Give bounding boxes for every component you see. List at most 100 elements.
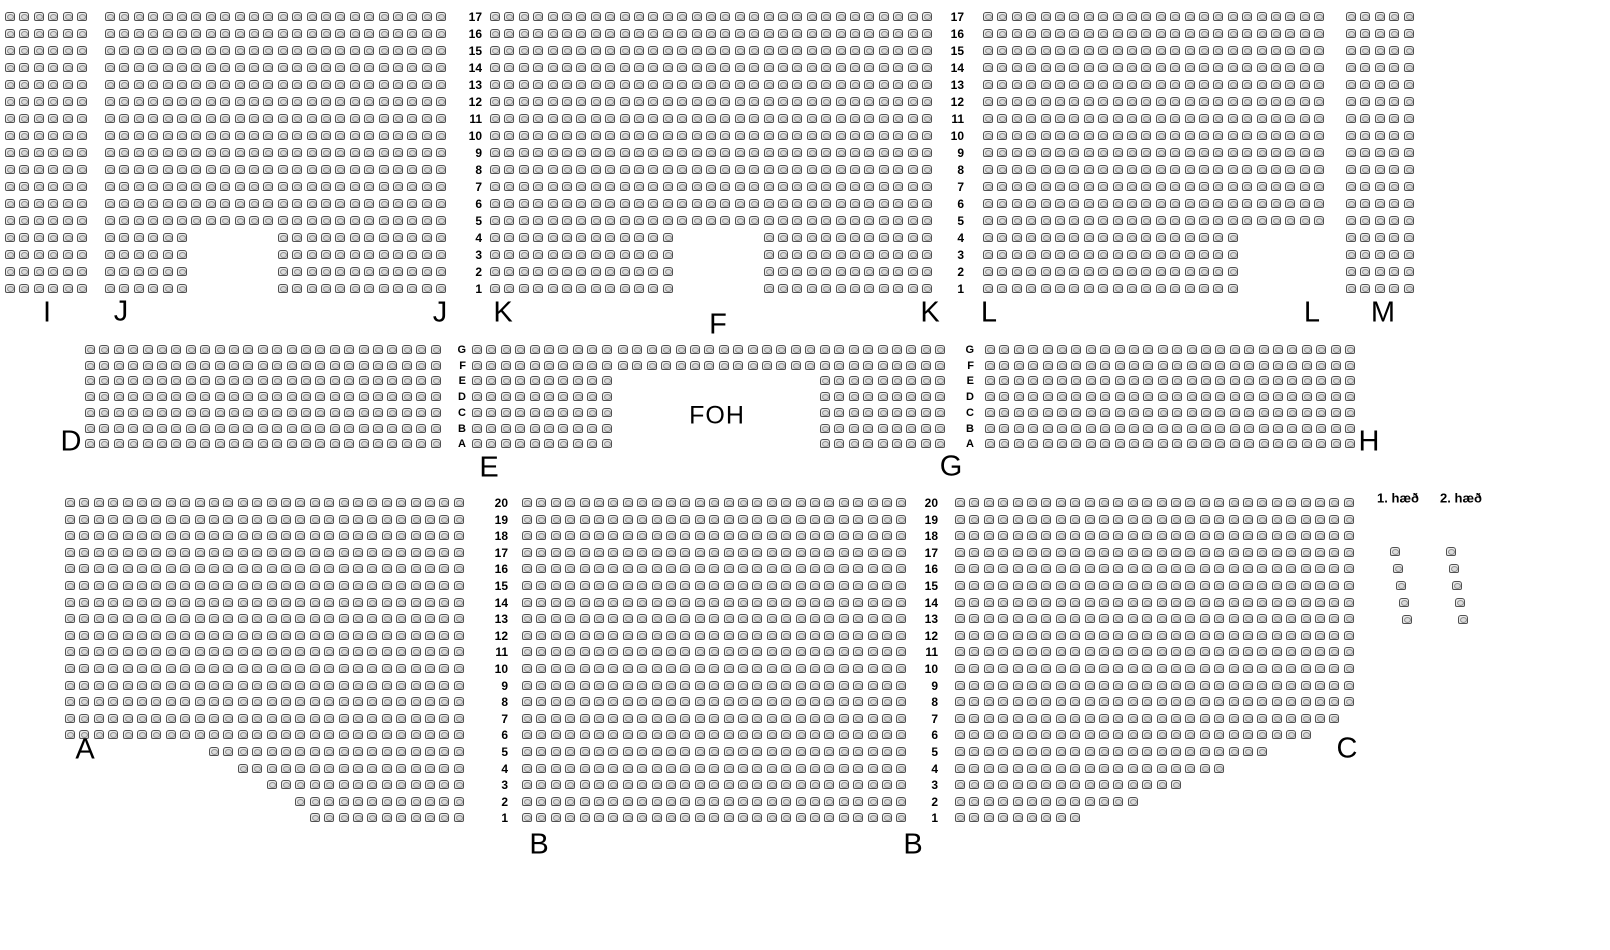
seat[interactable]: [177, 12, 187, 21]
seat[interactable]: [536, 780, 547, 790]
seat[interactable]: [1011, 284, 1022, 293]
seat[interactable]: [122, 680, 133, 690]
seat[interactable]: [329, 423, 340, 433]
seat[interactable]: [393, 80, 403, 89]
seat[interactable]: [810, 531, 820, 541]
seat[interactable]: [648, 63, 659, 72]
seat[interactable]: [1112, 216, 1123, 225]
seat[interactable]: [955, 747, 965, 756]
seat[interactable]: [185, 423, 196, 433]
seat[interactable]: [529, 439, 540, 449]
seat[interactable]: [1185, 713, 1196, 723]
seat[interactable]: [1300, 630, 1311, 640]
seat[interactable]: [205, 216, 216, 225]
seat[interactable]: [864, 131, 875, 140]
seat[interactable]: [694, 713, 705, 723]
seat[interactable]: [792, 216, 803, 225]
seat[interactable]: [324, 647, 335, 657]
seat[interactable]: [1244, 407, 1255, 417]
seat[interactable]: [1041, 664, 1052, 673]
seat[interactable]: [907, 131, 918, 140]
seat[interactable]: [490, 199, 500, 208]
seat[interactable]: [985, 439, 995, 449]
seat[interactable]: [1257, 614, 1268, 624]
seat[interactable]: [1027, 697, 1037, 707]
seat[interactable]: [209, 547, 219, 557]
seat[interactable]: [1346, 46, 1356, 55]
seat[interactable]: [864, 46, 875, 55]
seat[interactable]: [997, 12, 1008, 21]
seat[interactable]: [1374, 284, 1385, 293]
seat[interactable]: [864, 216, 875, 225]
seat[interactable]: [1084, 647, 1095, 657]
seat[interactable]: [662, 114, 673, 123]
seat[interactable]: [367, 697, 378, 707]
seat[interactable]: [997, 267, 1008, 276]
seat[interactable]: [220, 199, 231, 208]
seat[interactable]: [1256, 114, 1267, 123]
seat[interactable]: [335, 284, 346, 293]
seat[interactable]: [335, 12, 346, 21]
seat[interactable]: [425, 581, 435, 590]
seat[interactable]: [1257, 664, 1268, 673]
seat[interactable]: [792, 199, 803, 208]
seat[interactable]: [281, 630, 291, 640]
seat[interactable]: [396, 498, 407, 507]
seat[interactable]: [1199, 730, 1210, 740]
seat[interactable]: [590, 63, 601, 72]
seat[interactable]: [723, 498, 734, 507]
seat[interactable]: [850, 148, 860, 157]
seat[interactable]: [1244, 439, 1255, 449]
seat[interactable]: [1393, 564, 1403, 573]
seat[interactable]: [1070, 547, 1081, 557]
seat[interactable]: [619, 267, 630, 276]
seat[interactable]: [19, 114, 30, 123]
seat[interactable]: [237, 747, 248, 756]
seat[interactable]: [1389, 233, 1400, 242]
seat[interactable]: [349, 216, 360, 225]
seat[interactable]: [335, 199, 346, 208]
seat[interactable]: [867, 697, 878, 707]
seat[interactable]: [738, 780, 748, 790]
seat[interactable]: [863, 407, 874, 417]
seat[interactable]: [781, 730, 792, 740]
seat[interactable]: [675, 360, 686, 370]
seat[interactable]: [906, 345, 917, 354]
seat[interactable]: [1227, 267, 1238, 276]
seat[interactable]: [821, 131, 832, 140]
seat[interactable]: [738, 796, 748, 806]
seat[interactable]: [1257, 547, 1268, 557]
seat[interactable]: [266, 581, 277, 590]
seat[interactable]: [162, 233, 173, 242]
seat[interactable]: [381, 581, 392, 590]
seat[interactable]: [648, 80, 659, 89]
seat[interactable]: [324, 796, 335, 806]
seat[interactable]: [1113, 730, 1124, 740]
seat[interactable]: [634, 80, 644, 89]
seat[interactable]: [1315, 713, 1325, 723]
seat[interactable]: [1027, 730, 1037, 740]
seat[interactable]: [220, 63, 231, 72]
seat[interactable]: [439, 498, 450, 507]
seat[interactable]: [536, 564, 547, 574]
seat[interactable]: [1329, 664, 1340, 673]
seat[interactable]: [79, 581, 90, 590]
seat[interactable]: [997, 165, 1008, 174]
seat[interactable]: [364, 267, 375, 276]
seat[interactable]: [223, 564, 234, 574]
seat[interactable]: [637, 547, 648, 557]
seat[interactable]: [1071, 392, 1082, 402]
seat[interactable]: [983, 747, 994, 756]
seat[interactable]: [893, 80, 904, 89]
seat[interactable]: [396, 747, 407, 756]
seat[interactable]: [821, 63, 832, 72]
seat[interactable]: [1299, 46, 1310, 55]
seat[interactable]: [998, 747, 1009, 756]
seat[interactable]: [1098, 29, 1109, 38]
seat[interactable]: [1171, 730, 1181, 740]
seat[interactable]: [1273, 345, 1283, 354]
seat[interactable]: [393, 284, 403, 293]
seat[interactable]: [321, 284, 331, 293]
seat[interactable]: [281, 547, 291, 557]
seat[interactable]: [1113, 664, 1124, 673]
